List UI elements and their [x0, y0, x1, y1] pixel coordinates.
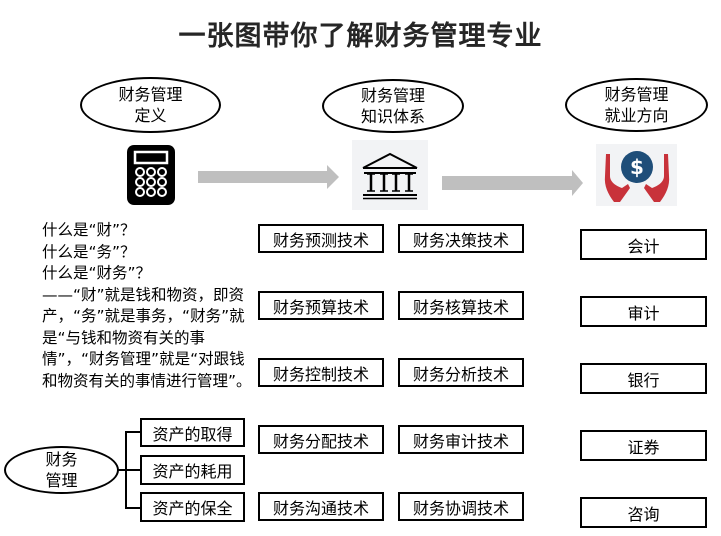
technique-box: 财务协调技术 [398, 492, 524, 521]
tree-bracket-tick [125, 431, 140, 433]
technique-box: 财务控制技术 [258, 358, 384, 387]
career-box: 证券 [580, 430, 707, 461]
tree-connector [118, 469, 127, 471]
technique-box: 财务预测技术 [258, 224, 384, 253]
section-knowledge-line1: 财务管理 [360, 86, 425, 105]
technique-box: 财务决策技术 [398, 224, 524, 253]
career-box: 咨询 [580, 497, 707, 528]
calculator-icon [127, 145, 175, 205]
section-career-line2: 就业方向 [604, 106, 669, 125]
hands-holding-dollar-icon: $ [604, 151, 670, 202]
section-career-ellipse: 财务管理 就业方向 [565, 78, 708, 132]
technique-box: 财务沟通技术 [258, 492, 384, 521]
section-career-line1: 财务管理 [604, 85, 669, 104]
arrow-right-icon [442, 170, 583, 196]
asset-branch-box: 资产的取得 [140, 418, 245, 447]
asset-branch-box: 资产的耗用 [140, 455, 245, 485]
career-box: 审计 [580, 296, 707, 327]
section-definition-line2: 定义 [134, 106, 167, 125]
asset-tree-root-ellipse: 财务 管理 [4, 446, 119, 494]
technique-box: 财务分配技术 [258, 425, 384, 454]
career-box: 银行 [580, 363, 707, 394]
bank-building-icon [362, 152, 418, 200]
page-title: 一张图带你了解财务管理专业 [178, 21, 543, 52]
technique-box: 财务审计技术 [398, 425, 524, 454]
asset-tree-root-line1: 财务 [45, 450, 78, 469]
svg-text:$: $ [630, 155, 644, 179]
section-knowledge-ellipse: 财务管理 知识体系 [322, 79, 464, 133]
section-definition-line1: 财务管理 [118, 85, 183, 104]
career-box: 会计 [580, 229, 707, 260]
technique-box: 财务核算技术 [398, 291, 524, 320]
technique-box: 财务预算技术 [258, 291, 384, 320]
section-knowledge-line2: 知识体系 [360, 107, 425, 126]
tree-bracket-tick [125, 507, 140, 509]
section-definition-ellipse: 财务管理 定义 [80, 77, 221, 133]
asset-branch-box: 资产的保全 [140, 492, 245, 522]
arrow-right-icon [198, 165, 339, 189]
tree-bracket-tick [125, 469, 140, 471]
definition-text: 什么是“财”？ 什么是“务”？ 什么是“财务”？ ——“财”就是钱和物资，即资产… [42, 221, 252, 390]
asset-tree-root-line2: 管理 [45, 471, 78, 490]
technique-box: 财务分析技术 [398, 358, 524, 387]
